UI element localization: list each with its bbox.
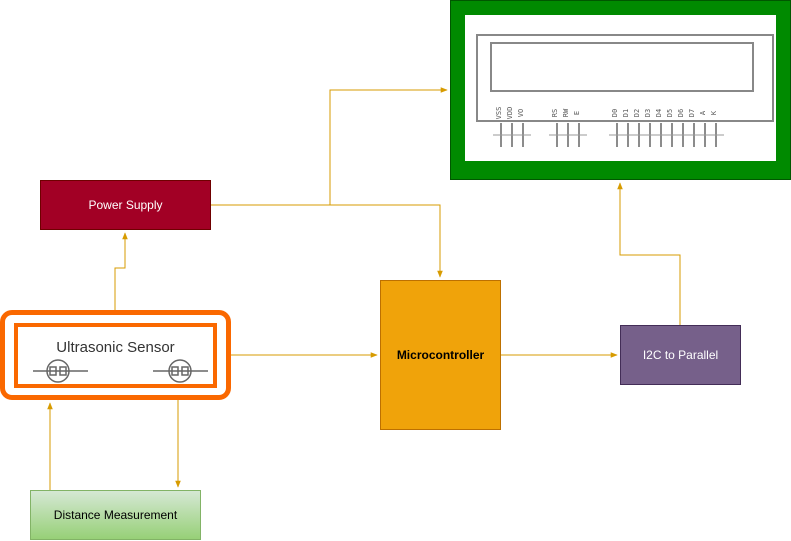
lcd-pin-label: D4 — [655, 109, 663, 117]
lcd-pin-label: D2 — [633, 109, 641, 117]
lcd-pin-label: D7 — [688, 109, 696, 117]
microcontroller-block[interactable]: Microcontroller — [380, 280, 501, 430]
lcd-screen-outer — [476, 34, 774, 122]
ultrasonic-transducer-icon — [33, 359, 208, 383]
i2c-to-parallel-block[interactable]: I2C to Parallel — [620, 325, 741, 385]
lcd-screen-inner — [490, 42, 754, 92]
ultrasonic-sensor-label: Ultrasonic Sensor — [56, 339, 175, 356]
lcd-pin-label: D6 — [677, 109, 685, 117]
microcontroller-label: Microcontroller — [396, 348, 485, 362]
lcd-pin-label: VDD — [506, 107, 514, 120]
lcd-pin-label: VO — [517, 109, 525, 117]
connector-sensor-to-power — [114, 232, 128, 310]
lcd-pin-label: VSS — [495, 107, 503, 120]
i2c-to-parallel-label: I2C to Parallel — [642, 348, 719, 362]
lcd-pin-label: K — [710, 110, 718, 115]
lcd-pin-label: RW — [562, 108, 570, 117]
lcd-pin-label: D0 — [611, 109, 619, 117]
lcd-pin-label: D3 — [644, 109, 652, 117]
distance-measurement-label: Distance Measurement — [53, 508, 178, 522]
lcd-pin-label: D5 — [666, 109, 674, 117]
connector-i2c-to-lcd — [617, 182, 681, 325]
distance-measurement-block[interactable]: Distance Measurement — [30, 490, 201, 540]
lcd-pin-label: RS — [551, 109, 559, 117]
lcd-pin-label: E — [573, 111, 581, 115]
lcd-pin-label: D1 — [622, 109, 630, 117]
power-supply-label: Power Supply — [88, 198, 163, 212]
ultrasonic-sensor-image: Ultrasonic Sensor — [14, 323, 217, 388]
power-supply-block[interactable]: Power Supply — [40, 180, 211, 230]
connector-power-to-microcontroller — [211, 204, 443, 278]
connector-power-to-lcd — [329, 87, 448, 205]
ultrasonic-sensor-block[interactable]: Ultrasonic Sensor — [0, 310, 231, 400]
lcd-pin-label: A — [699, 110, 707, 115]
